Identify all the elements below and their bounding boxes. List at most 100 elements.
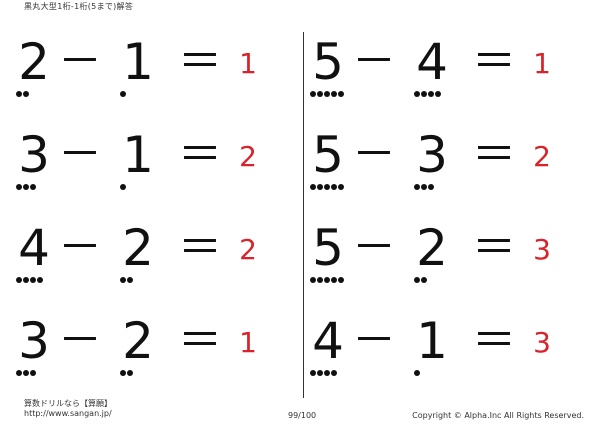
equals-sign: ＝	[472, 222, 516, 273]
subtrahend-dots	[120, 91, 126, 101]
minuend: 3	[18, 312, 50, 370]
counting-dot	[23, 277, 29, 283]
copyright-notice: Copyright © Alpha.Inc All Rights Reserve…	[412, 411, 584, 420]
counting-dot	[324, 184, 330, 190]
problem: 3 － 2 ＝ 1	[14, 301, 294, 394]
problem-column-right: 5 － 4 ＝ 1 5 － 3 ＝ 2 5 － 2 ＝ 3 4 － 1 ＝ 3	[308, 22, 588, 394]
counting-dot	[310, 184, 316, 190]
answer: 1	[239, 47, 257, 80]
minuend-dots	[310, 277, 344, 287]
answer: 2	[239, 140, 257, 173]
counting-dot	[120, 184, 126, 190]
subtrahend-dots	[414, 184, 434, 194]
subtrahend-dots	[414, 370, 420, 380]
subtrahend-dots	[120, 370, 133, 380]
equals-sign: ＝	[178, 315, 222, 366]
counting-dot	[317, 277, 323, 283]
answer: 2	[533, 140, 551, 173]
counting-dot	[37, 277, 43, 283]
minuend: 5	[312, 219, 344, 277]
counting-dot	[30, 277, 36, 283]
counting-dot	[317, 91, 323, 97]
subtrahend: 2	[416, 219, 448, 277]
problem: 5 － 3 ＝ 2	[308, 115, 588, 208]
counting-dot	[317, 184, 323, 190]
minuend: 4	[18, 219, 50, 277]
minus-sign: －	[352, 315, 396, 366]
minus-sign: －	[58, 315, 102, 366]
minuend: 5	[312, 126, 344, 184]
problem: 4 － 2 ＝ 2	[14, 208, 294, 301]
minus-sign: －	[352, 129, 396, 180]
subtrahend: 3	[416, 126, 448, 184]
minuend: 5	[312, 33, 344, 91]
minus-sign: －	[58, 129, 102, 180]
counting-dot	[16, 370, 22, 376]
equals-sign: ＝	[178, 36, 222, 87]
counting-dot	[414, 370, 420, 376]
problem: 4 － 1 ＝ 3	[308, 301, 588, 394]
minus-sign: －	[58, 36, 102, 87]
answer: 1	[239, 326, 257, 359]
minuend-dots	[310, 370, 337, 380]
counting-dot	[30, 184, 36, 190]
answer: 3	[533, 326, 551, 359]
counting-dot	[127, 370, 133, 376]
minuend: 3	[18, 126, 50, 184]
minus-sign: －	[58, 222, 102, 273]
column-divider	[303, 32, 304, 398]
counting-dot	[120, 277, 126, 283]
footer-site-info: 算数ドリルなら【算願】 http://www.sangan.jp/	[24, 399, 112, 419]
counting-dot	[338, 184, 344, 190]
counting-dot	[16, 91, 22, 97]
subtrahend: 1	[416, 312, 448, 370]
counting-dot	[120, 91, 126, 97]
counting-dot	[324, 370, 330, 376]
counting-dot	[23, 184, 29, 190]
subtrahend: 2	[122, 219, 154, 277]
counting-dot	[317, 370, 323, 376]
counting-dot	[331, 184, 337, 190]
subtrahend-dots	[120, 184, 126, 194]
counting-dot	[23, 370, 29, 376]
minuend-dots	[16, 184, 36, 194]
minus-sign: －	[352, 36, 396, 87]
subtrahend-dots	[414, 277, 427, 287]
counting-dot	[338, 277, 344, 283]
problem-column-left: 2 － 1 ＝ 1 3 － 1 ＝ 2 4 － 2 ＝ 2 3 － 2 ＝ 1	[14, 22, 294, 394]
minuend: 2	[18, 33, 50, 91]
counting-dot	[421, 184, 427, 190]
minuend-dots	[16, 91, 29, 101]
counting-dot	[16, 277, 22, 283]
minuend-dots	[310, 184, 344, 194]
subtrahend: 1	[122, 33, 154, 91]
counting-dot	[421, 91, 427, 97]
problem: 5 － 2 ＝ 3	[308, 208, 588, 301]
counting-dot	[310, 370, 316, 376]
counting-dot	[435, 91, 441, 97]
counting-dot	[338, 91, 344, 97]
worksheet-title: 黒丸大型1桁-1桁(5まで)解答	[24, 2, 134, 11]
minuend-dots	[310, 91, 344, 101]
counting-dot	[324, 91, 330, 97]
subtrahend: 4	[416, 33, 448, 91]
counting-dot	[414, 277, 420, 283]
minus-sign: －	[352, 222, 396, 273]
subtrahend-dots	[414, 91, 441, 101]
site-url-link[interactable]: http://www.sangan.jp/	[24, 409, 112, 418]
subtrahend: 2	[122, 312, 154, 370]
counting-dot	[428, 184, 434, 190]
page-number: 99/100	[288, 411, 317, 420]
minuend-dots	[16, 370, 36, 380]
minuend: 4	[312, 312, 344, 370]
site-name: 算数ドリルなら【算願】	[24, 399, 112, 408]
answer: 3	[533, 233, 551, 266]
counting-dot	[310, 91, 316, 97]
counting-dot	[414, 91, 420, 97]
equals-sign: ＝	[178, 222, 222, 273]
counting-dot	[310, 277, 316, 283]
counting-dot	[16, 184, 22, 190]
minuend-dots	[16, 277, 43, 287]
equals-sign: ＝	[472, 129, 516, 180]
counting-dot	[331, 277, 337, 283]
